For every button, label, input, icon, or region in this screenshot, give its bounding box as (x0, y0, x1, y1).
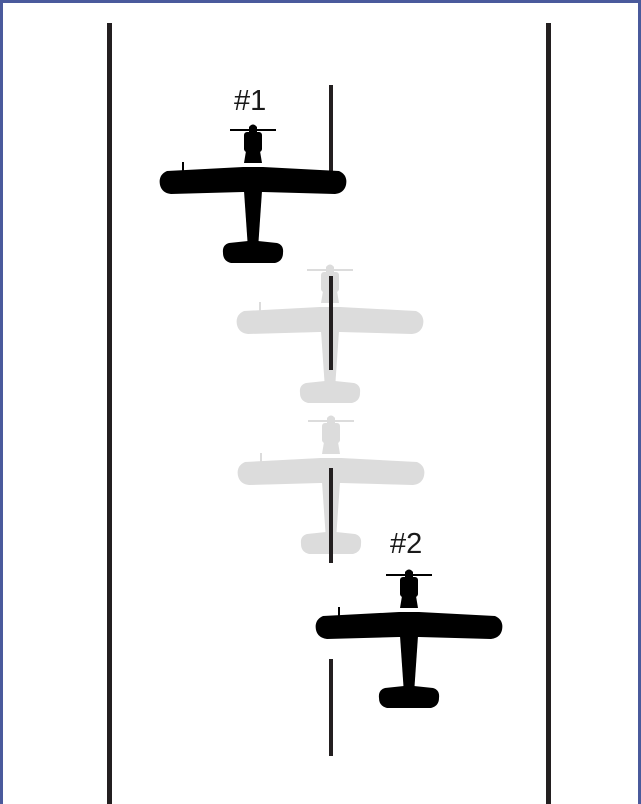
runway-left-edge (107, 23, 112, 804)
centerline-dash (329, 85, 333, 181)
airplane-2 (315, 569, 503, 708)
airplane-1 (159, 124, 347, 263)
airplane-2-label: #2 (390, 528, 423, 560)
centerline-dash (329, 468, 333, 563)
runway-diagram (107, 23, 551, 804)
airplane-1-label: #1 (234, 85, 267, 117)
runway-right-edge (546, 23, 551, 804)
centerline-dash (329, 659, 333, 756)
centerline-dash (329, 276, 333, 370)
